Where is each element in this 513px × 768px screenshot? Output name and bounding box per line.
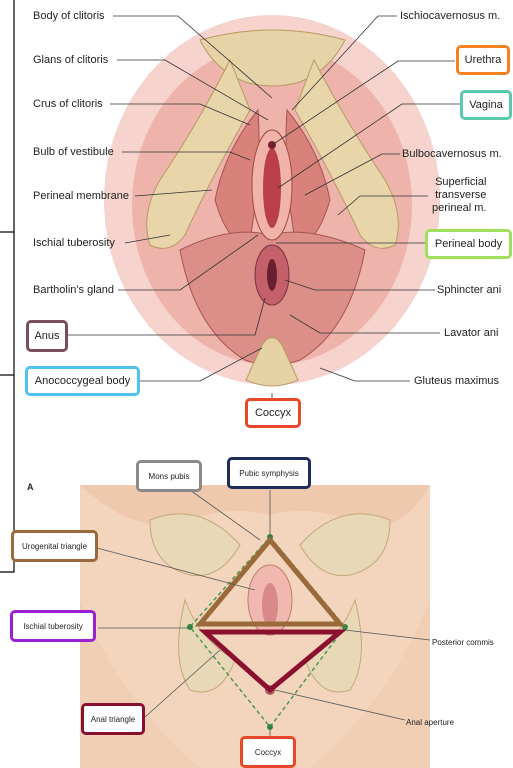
label-posterior-commissure: Posterior commis [432, 636, 494, 649]
box-anus: Anus [26, 320, 68, 352]
plate-letter: A [27, 482, 34, 492]
label-body-of-clitoris: Body of clitoris [33, 10, 105, 23]
top-perineum-illustration [104, 15, 440, 386]
box-pubic-symphysis: Pubic symphysis [227, 457, 311, 489]
box-mons-pubis: Mons pubis [136, 460, 202, 492]
label-glans-of-clitoris: Glans of clitoris [33, 54, 108, 67]
box-anal-triangle: Anal triangle [81, 703, 145, 735]
label-gluteus-maximus: Gluteus maximus [414, 375, 499, 388]
label-lavator-ani: Lavator ani [444, 327, 498, 340]
label-sphincter-ani: Sphincter ani [437, 284, 501, 297]
box-perineal-body: Perineal body [425, 229, 512, 259]
box-coccyx-top: Coccyx [245, 398, 301, 428]
box-coccyx-bottom: Coccyx [240, 736, 296, 768]
label-perineal-membrane: Perineal membrane [33, 190, 129, 203]
box-anococcygeal-body: Anococcygeal body [25, 366, 140, 396]
label-superficial-transverse-perineal: Superficial transverse perineal m. [432, 176, 486, 215]
label-ischial-tuberosity: Ischial tuberosity [33, 237, 115, 250]
label-bulb-of-vestibule: Bulb of vestibule [33, 146, 114, 159]
left-bracket [0, 0, 14, 572]
box-urogenital-triangle: Urogenital triangle [11, 530, 98, 562]
label-crus-of-clitoris: Crus of clitoris [33, 98, 103, 111]
label-bartholins-gland: Bartholin's gland [33, 284, 114, 297]
box-ischial-tuberosity: Ischial tuberosity [10, 610, 96, 642]
label-ischiocavernosus: Ischiocavernosus m. [400, 10, 500, 23]
box-urethra: Urethra [456, 45, 510, 75]
label-bulbocavernosus: Bulbocavernosus m. [402, 148, 502, 161]
label-anal-aperture: Anal aperture [406, 716, 454, 729]
box-vagina: Vagina [460, 90, 512, 120]
